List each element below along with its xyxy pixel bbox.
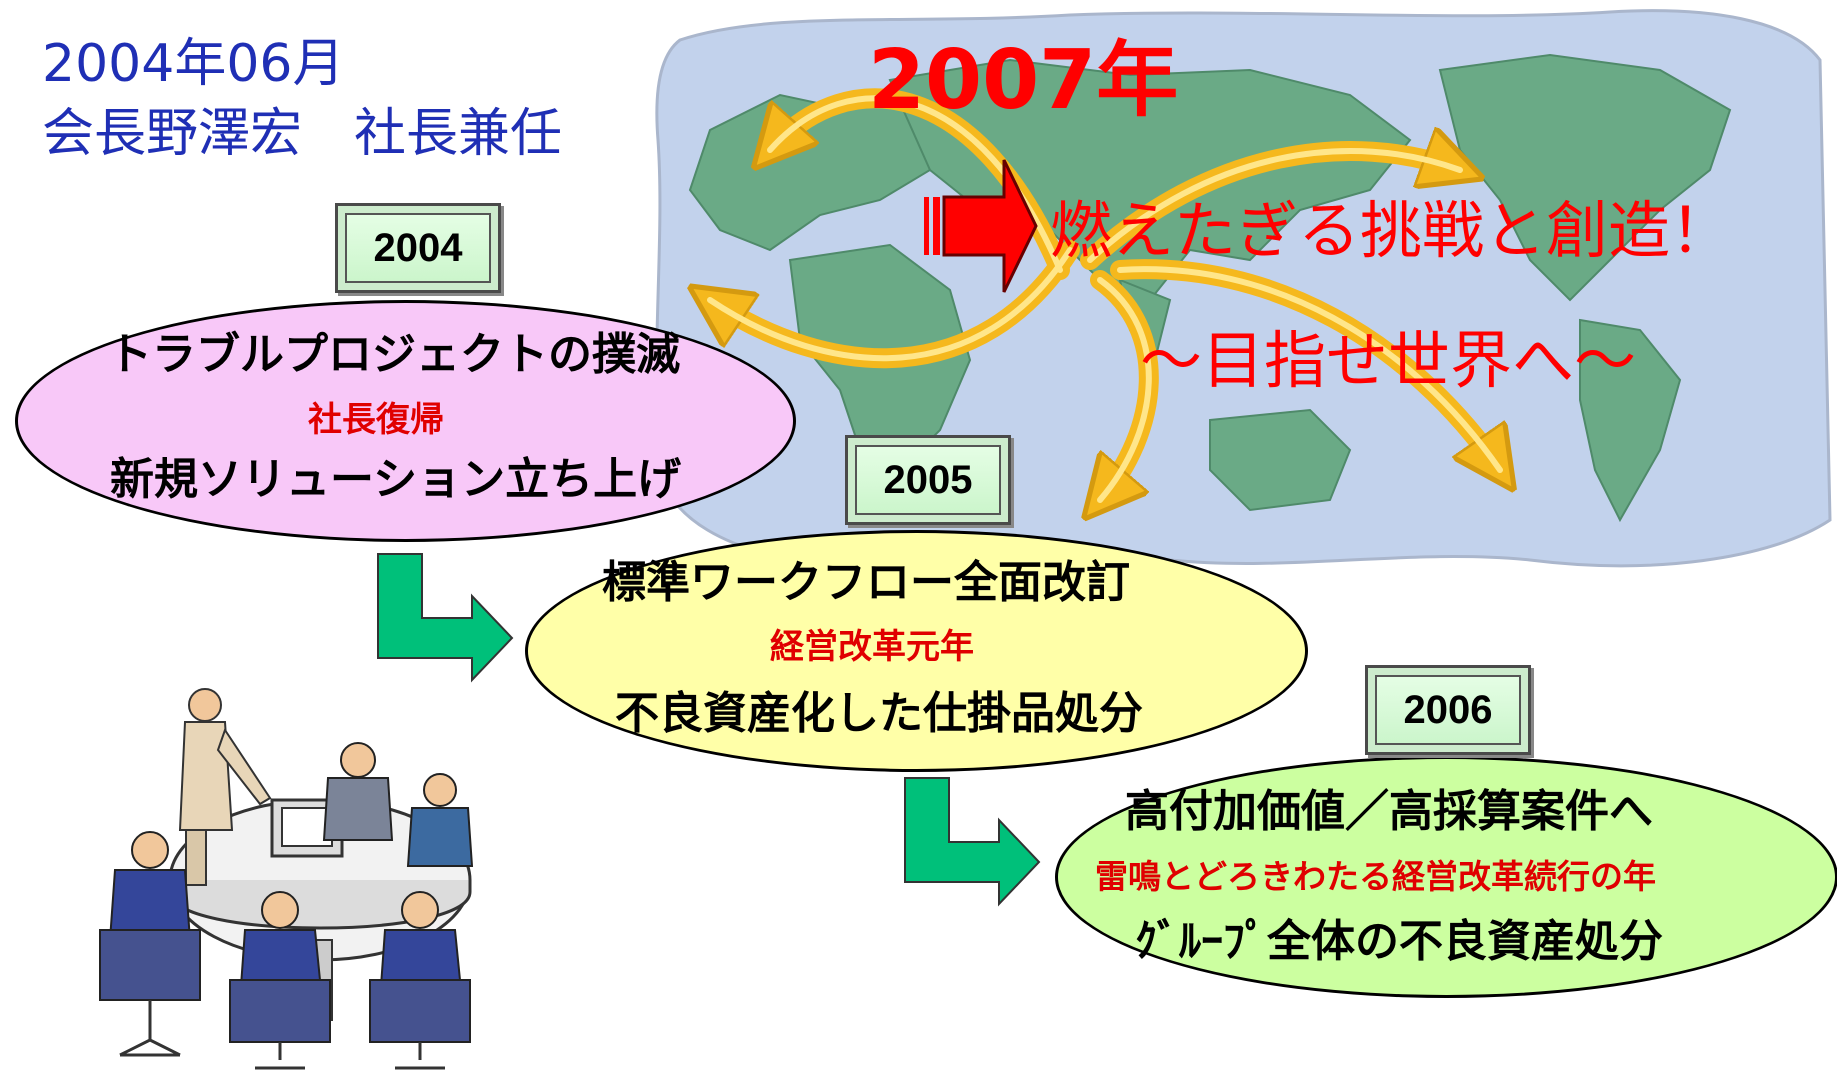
land-north-america: [1438, 53, 1732, 302]
flow-arrow-2005-2006: [904, 777, 1041, 907]
stage-2005-ellipse: [525, 530, 1308, 772]
stage-2006-line1: 高付加価値／高採算案件へ: [1125, 786, 1653, 837]
header-title: 会長野澤宏 社長兼任: [42, 104, 563, 164]
year-2007-label: 2007年: [868, 33, 1179, 128]
stage-2005-year-box: 2005: [845, 435, 1011, 525]
stage-2004-year-box: 2004: [335, 203, 501, 293]
stage-2005-line1: 標準ワークフロー全面改訂: [602, 557, 1130, 608]
subslogan-text: ～目指せ世界へ～: [1140, 324, 1637, 397]
stage-2004-line1: トラブルプロジェクトの撲滅: [108, 329, 680, 380]
red-block-arrow: [924, 159, 1038, 293]
stage-2005-line3: 不良資産化した仕掛品処分: [615, 688, 1143, 739]
header-date: 2004年06月: [42, 34, 345, 94]
stage-2006-line2: 雷鳴とどろきわたる経営改革続行の年: [1095, 857, 1656, 896]
slogan-text: 燃えたぎる挑戦と創造！: [1050, 194, 1733, 267]
land-australia: [1209, 408, 1352, 512]
expansion-arrows: [650, 88, 1837, 600]
stage-2006-year-box: 2006: [1365, 665, 1531, 755]
stage-2004-ellipse: [15, 300, 796, 542]
meeting-illustration: [99, 688, 474, 1070]
stage-2005-line2: 経営改革元年: [770, 627, 974, 667]
stage-2004-line2: 社長復帰: [308, 400, 444, 440]
land-south-america: [1579, 318, 1682, 523]
stage-2004-line3: 新規ソリューション立ち上げ: [110, 454, 682, 505]
stage-2006-line3: ｸﾞﾙｰﾌﾟ全体の不良資産処分: [1135, 916, 1663, 967]
person-standing: [178, 688, 272, 886]
stage-2006-ellipse: [1055, 756, 1837, 998]
flow-arrow-2004-2005: [377, 553, 514, 683]
